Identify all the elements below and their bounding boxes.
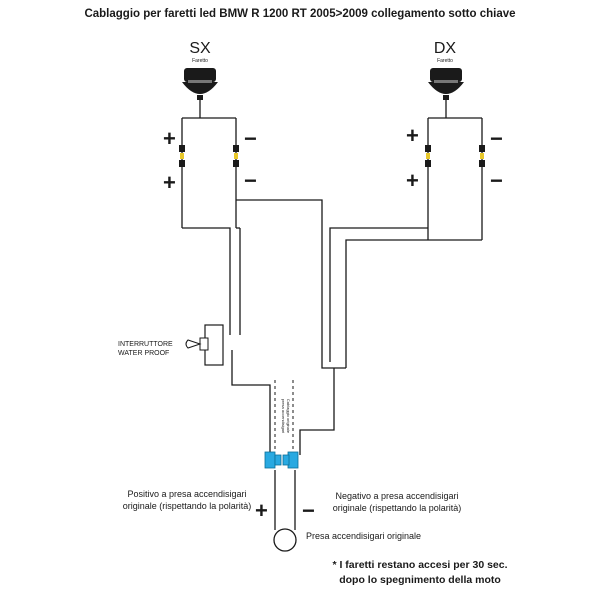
footnote: * I faretti restano accesi per 30 sec. d… (310, 558, 530, 588)
switch-label-line2: WATER PROOF (118, 350, 170, 357)
left-outer-wire (182, 227, 231, 320)
left-plus-connector-2 (179, 160, 185, 167)
right-lamp-side-label: DX (433, 40, 457, 57)
negative-note-line1: Negativo a presa accendisigari (335, 491, 459, 501)
diagram-title: Cablaggio per faretti led BMW R 1200 RT … (84, 8, 516, 20)
original-wiring-label: Cablaggio originale presa accendisigari (280, 383, 292, 453)
positive-note-line1: Positivo a presa accendisigari (127, 489, 247, 499)
right-plus-sign-2: + (406, 168, 419, 193)
footnote-line1: * I faretti restano accesi per 30 sec. (332, 559, 508, 571)
negative-note-line2: originale (rispettando la polarità) (332, 503, 462, 513)
left-plus-sign-2: + (163, 170, 176, 195)
left-minus-sign-1: − (244, 126, 257, 151)
left-lamp-label: Faretto (192, 58, 208, 64)
left-minus-sign-2: − (244, 168, 257, 193)
cross-wire-top (236, 199, 323, 360)
socket-label: Presa accendisigari originale (306, 531, 422, 541)
positive-note: Positivo a presa accendisigari originale… (112, 488, 262, 512)
left-lamp-cable (181, 100, 237, 228)
left-lamp-icon (182, 68, 218, 100)
right-outer-wire (329, 227, 428, 362)
footnote-line2: dopo lo spegnimento della moto (339, 574, 501, 586)
left-minus-connector-2 (233, 160, 239, 167)
right-inner-wire (345, 239, 482, 368)
positive-note-line2: originale (rispettando la polarità) (122, 501, 252, 511)
lighter-socket-icon (273, 528, 297, 552)
right-minus-connector-2 (479, 160, 485, 167)
neg-main-wire (299, 360, 346, 455)
left-minus-connector (233, 145, 239, 152)
right-lamp-cable (427, 100, 483, 240)
negative-note: Negativo a presa accendisigari originale… (322, 490, 472, 514)
right-lamp-label: Faretto (437, 58, 453, 64)
blue-connectors (264, 451, 299, 469)
right-minus-sign-1: − (490, 126, 503, 151)
right-minus-connector (479, 145, 485, 152)
right-plus-sign-1: + (406, 123, 419, 148)
right-minus-sign-2: − (490, 168, 503, 193)
original-wiring-line1: Cablaggio originale (286, 398, 291, 434)
switch-label-line1: INTERRUTTORE (118, 341, 173, 348)
left-plus-connector (179, 145, 185, 152)
right-plus-connector (425, 145, 431, 152)
left-lamp-side-label: SX (189, 40, 211, 57)
left-plus-sign-1: + (163, 126, 176, 151)
right-plus-connector-2 (425, 160, 431, 167)
socket-minus-sign: − (302, 498, 315, 523)
socket-plus-sign: + (255, 498, 268, 523)
original-wiring-line2: presa accendisigari (281, 398, 286, 434)
switch-label: INTERRUTTORE WATER PROOF (118, 340, 173, 358)
right-lamp-icon (428, 68, 464, 100)
waterproof-switch-icon (185, 324, 224, 366)
switch-wire (229, 320, 271, 455)
